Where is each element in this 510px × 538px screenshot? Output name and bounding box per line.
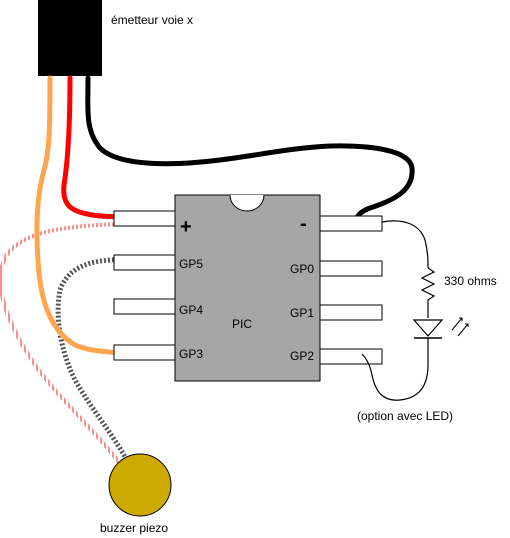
pin-minus-right (318, 215, 383, 232)
pin-label-minus: - (300, 213, 307, 235)
led-symbol (412, 319, 444, 337)
chip-notch (229, 194, 265, 212)
wire-black (85, 75, 415, 223)
pin-gp1-right (318, 304, 383, 321)
buzzer-wire-pink (0, 222, 129, 472)
chip-label: PIC (232, 317, 252, 331)
led-note-label: (option avec LED) (357, 409, 453, 423)
pin-label-gp3: GP3 (179, 347, 203, 361)
pin-gp0-right (318, 260, 383, 277)
buzzer-label: buzzer piezo (100, 521, 168, 535)
emitter-module (38, 0, 102, 76)
pin-label-gp5: GP5 (179, 257, 203, 271)
pin-plus-left (113, 210, 177, 227)
pin-gp4-left (113, 298, 177, 315)
pin-label-gp4: GP4 (179, 303, 203, 317)
buzzer-wire-hatched-black (55, 257, 139, 464)
pin-label-gp0: GP0 (290, 262, 314, 276)
wire-orange (34, 75, 141, 357)
wire-led-to-gp2 (361, 338, 429, 401)
led-light-arrows (451, 317, 469, 337)
resistor-label: 330 ohms (444, 274, 497, 288)
pin-label-gp1: GP1 (290, 306, 314, 320)
pin-gp5-left (113, 254, 177, 271)
emitter-label: émetteur voie x (111, 13, 193, 27)
buzzer-piezo (108, 453, 172, 517)
pic-chip (174, 194, 321, 382)
pin-gp3-left (113, 344, 177, 361)
resistor (420, 267, 436, 318)
pin-gp2-right (318, 348, 383, 365)
pin-label-plus: + (180, 216, 192, 238)
wire-minus-to-resistor (381, 220, 429, 269)
pin-label-gp2: GP2 (290, 349, 314, 363)
